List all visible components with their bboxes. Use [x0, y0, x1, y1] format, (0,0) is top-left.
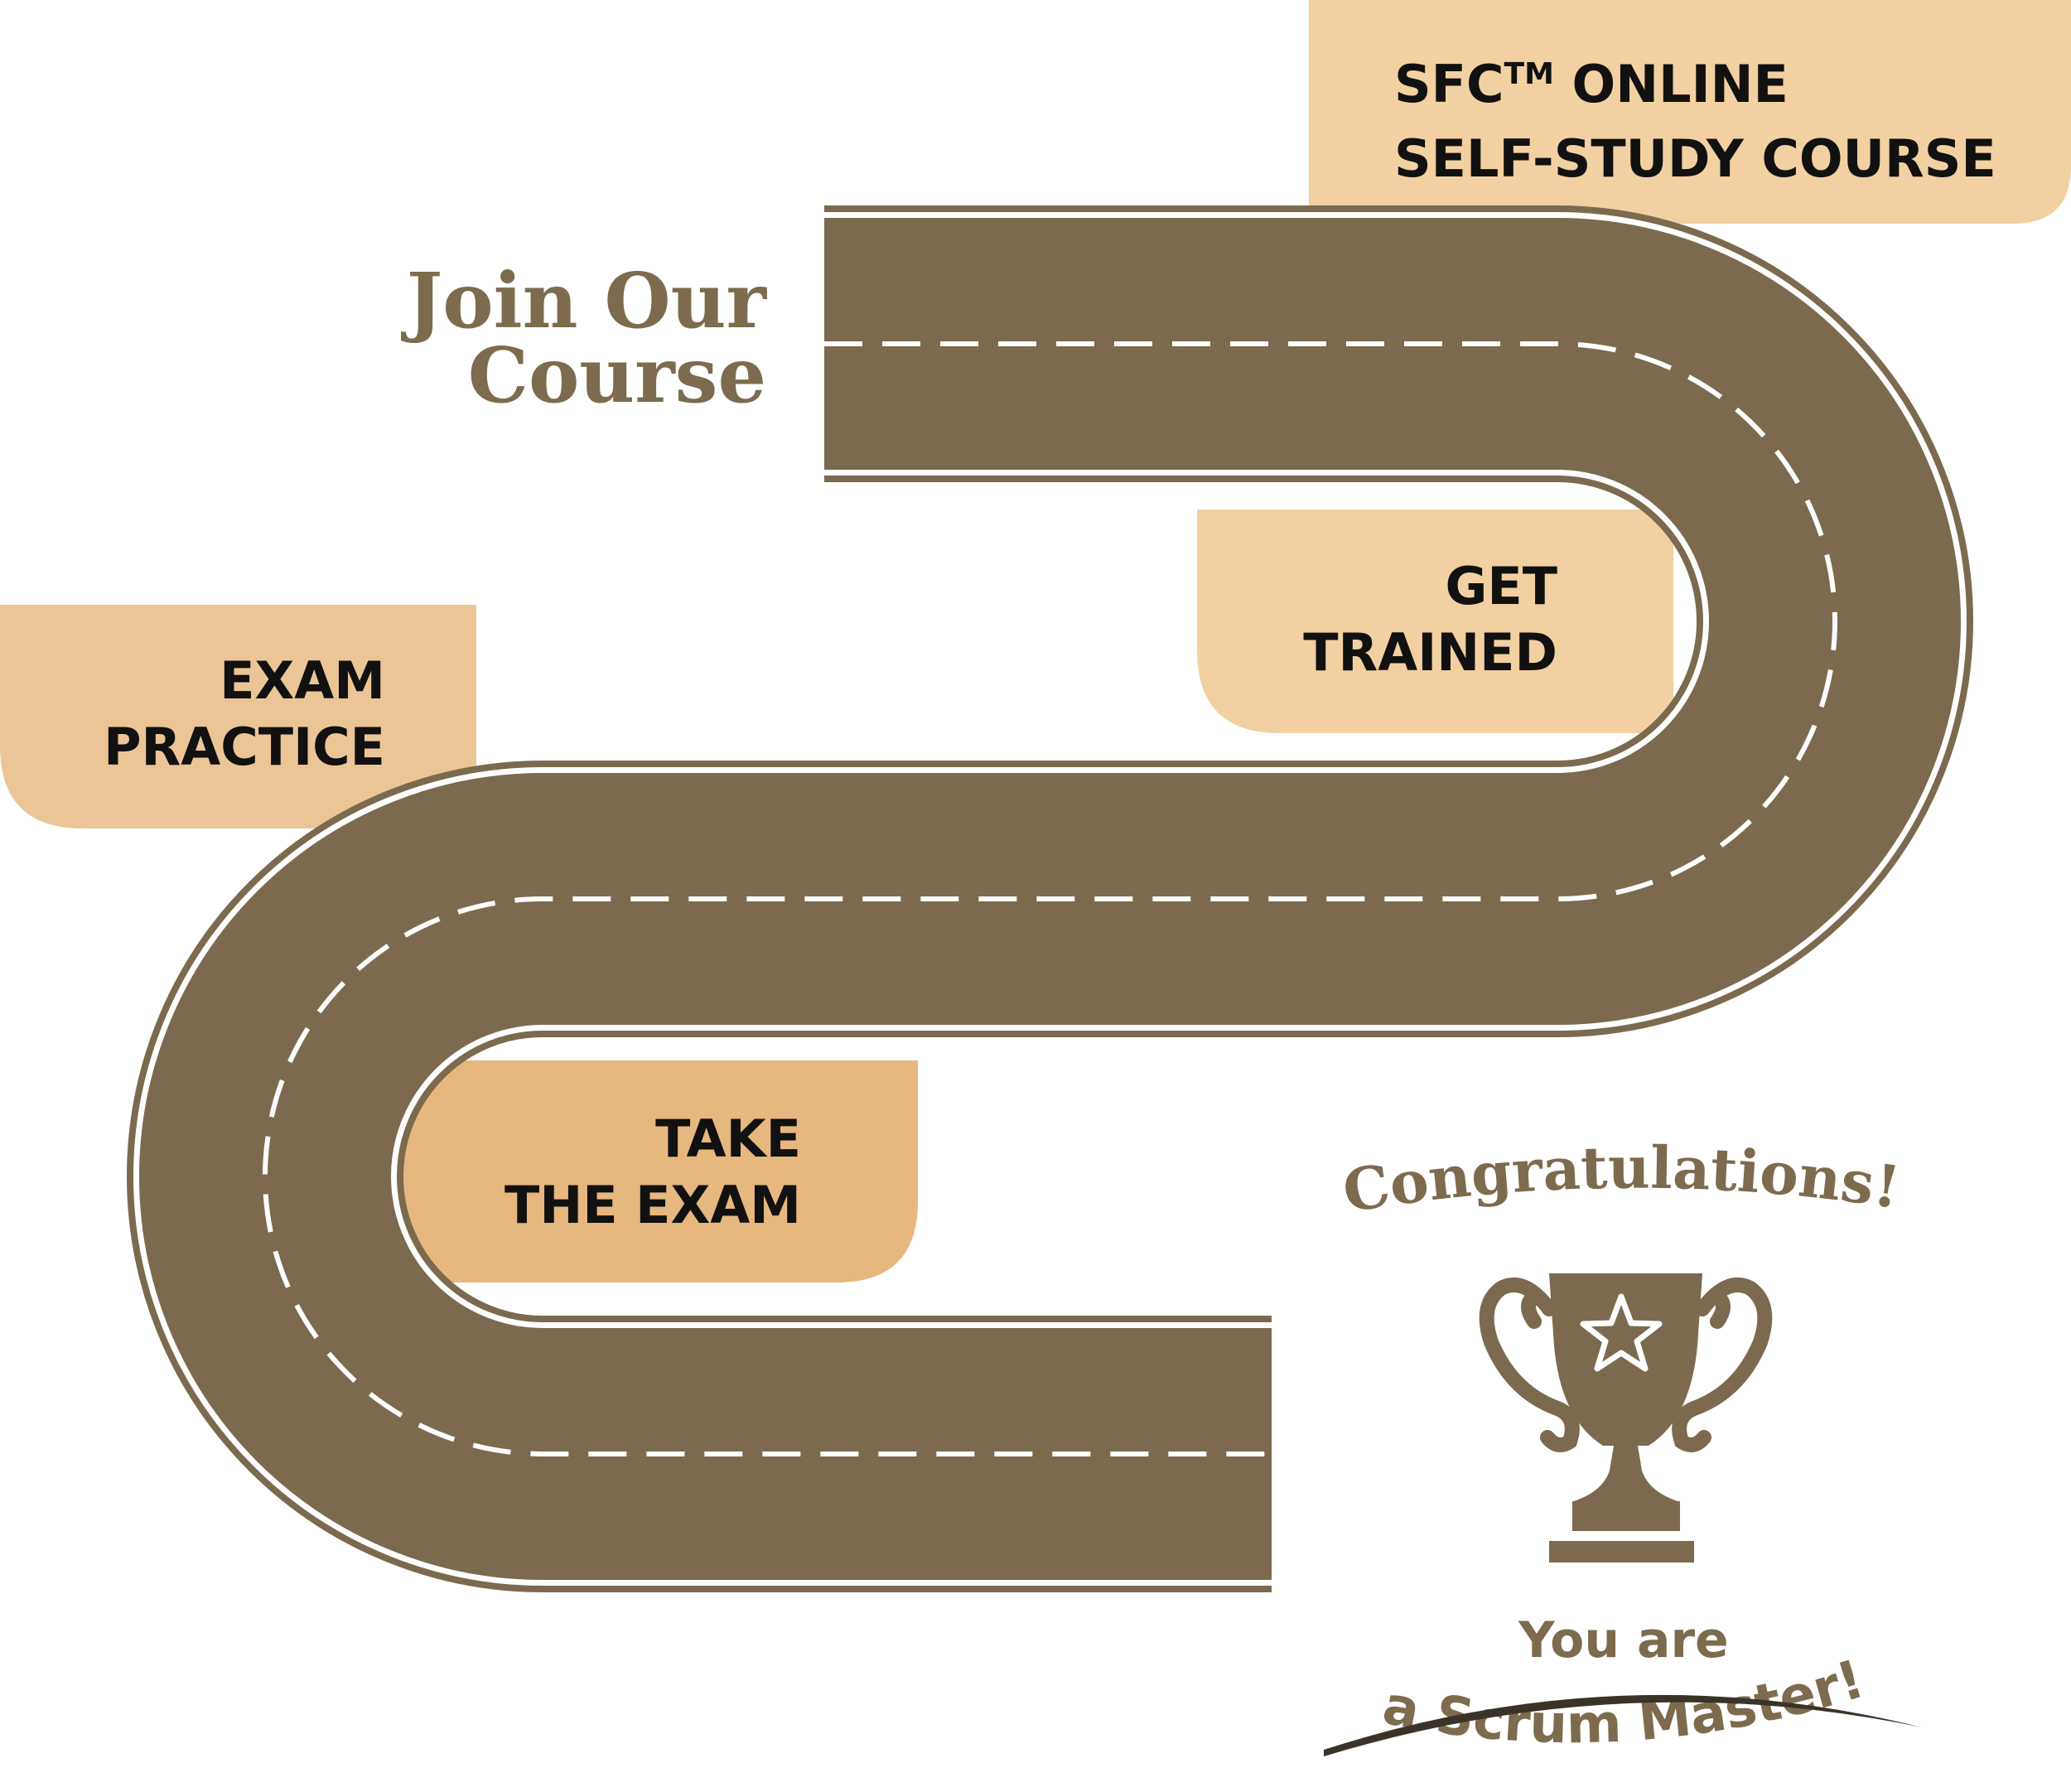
step-box-take-exam — [398, 1060, 918, 1282]
step-label-line1: EXAM — [220, 650, 385, 711]
step-label-sfc-course: SFCTM ONLINE SELF-STUDY COURSE — [1394, 51, 1996, 192]
intro-title-line1: Join Our — [406, 256, 766, 345]
step-label-get-trained: GET TRAINED — [1303, 553, 1557, 686]
finish-swoosh — [1324, 1694, 1922, 1756]
step-label-line2: THE EXAM — [504, 1175, 801, 1235]
step-box-sfc-course — [1309, 0, 2071, 224]
you-are-text: You are — [1518, 1611, 1729, 1669]
trophy-icon — [1479, 1273, 1773, 1563]
step-label-line1: TAKE — [655, 1109, 801, 1169]
intro-title: Join Our Course — [407, 263, 766, 413]
step-label-line2: PRACTICE — [104, 717, 385, 777]
step-label-line1: GET — [1445, 556, 1557, 616]
trophy-star-icon — [1580, 1293, 1663, 1372]
step-label-take-exam: TAKE THE EXAM — [504, 1106, 801, 1239]
step-label-exam-practice: EXAM PRACTICE — [104, 648, 385, 780]
step-label-line1: SFCTM ONLINE — [1394, 54, 1789, 114]
congratulations-text: Congratulations! — [1339, 1133, 1904, 1226]
step-label-line2: SELF-STUDY COURSE — [1394, 128, 1996, 189]
intro-title-line2: Course — [467, 331, 766, 420]
step-label-line2: TRAINED — [1303, 622, 1557, 683]
step-box-get-trained — [1197, 510, 1673, 733]
trademark-mark: TM — [1504, 57, 1554, 91]
step-box-exam-practice — [0, 605, 476, 828]
